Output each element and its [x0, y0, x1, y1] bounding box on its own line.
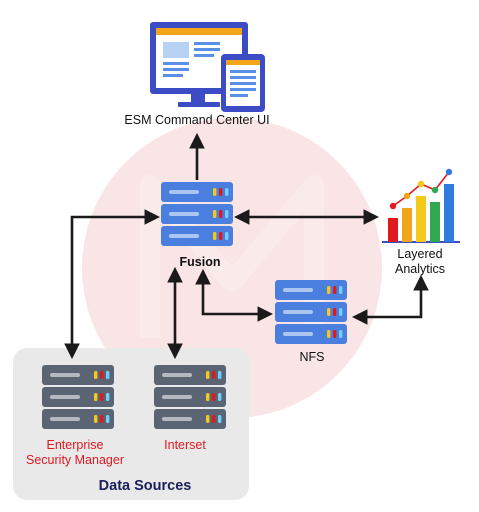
connector-nfs-analytics: [351, 274, 429, 325]
fusion-label: Fusion: [179, 255, 221, 269]
nfs-label: NFS: [299, 350, 325, 364]
interset-label: Interset: [164, 438, 206, 452]
connector-fusion-nfs: [195, 268, 274, 322]
analytics-label-line2: Analytics: [394, 262, 446, 276]
esm-server-icon: [42, 365, 114, 429]
monitor-tablet-icon: [150, 22, 265, 112]
esm-label-line2: Security Manager: [26, 453, 124, 467]
bar-chart-icon: [382, 168, 460, 243]
ui-label: ESM Command Center UI: [124, 113, 270, 127]
esm-label-line1: Enterprise: [46, 438, 104, 452]
interset-server-icon: [154, 365, 226, 429]
connector-esm-fusion: [64, 209, 161, 360]
nfs-server-icon: [275, 280, 347, 344]
connectors: [64, 132, 429, 360]
analytics-label-line1: Layered: [397, 247, 443, 261]
fusion-server-icon: [161, 182, 233, 246]
data-sources-label: Data Sources: [98, 478, 192, 494]
data-sources-group: [13, 348, 249, 500]
